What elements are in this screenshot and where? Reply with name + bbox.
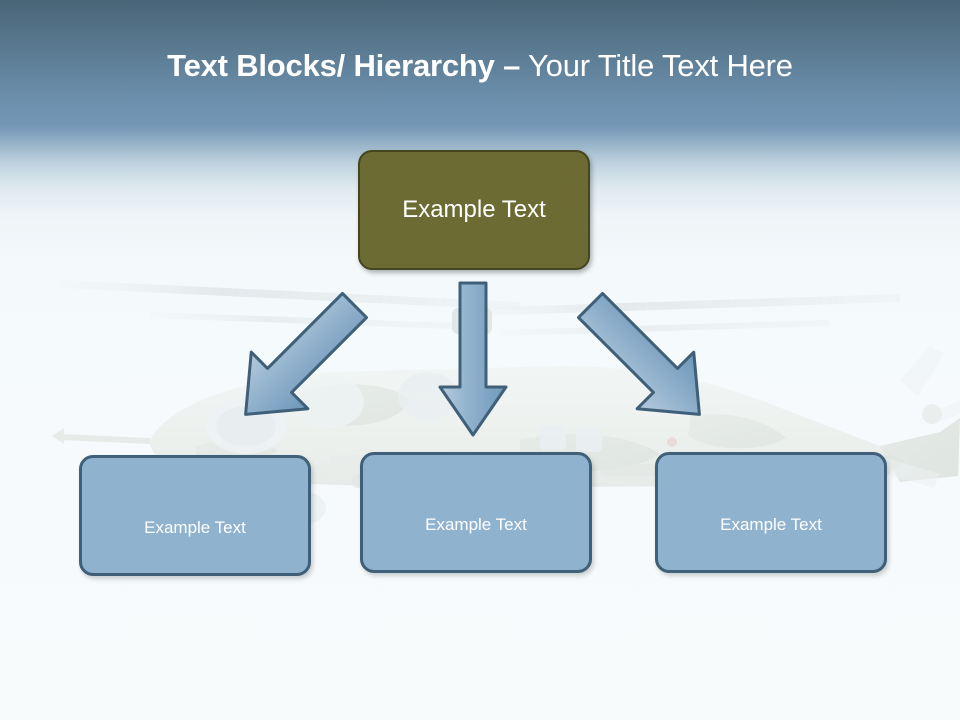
slide-title-regular: Your Title Text Here xyxy=(520,48,793,83)
hierarchy-child-label-2: Example Text xyxy=(425,515,527,534)
arrow-down-right xyxy=(576,291,701,416)
arrow-down xyxy=(438,281,508,437)
hierarchy-child-label-3: Example Text xyxy=(720,515,822,534)
hierarchy-child-box-3[interactable]: Example Text xyxy=(655,452,887,573)
slide-title: Text Blocks/ Hierarchy – Your Title Text… xyxy=(0,46,960,86)
hierarchy-root-label: Example Text xyxy=(402,196,546,223)
hierarchy-child-box-1[interactable]: Example Text xyxy=(79,455,311,576)
hierarchy-child-box-2[interactable]: Example Text xyxy=(360,452,592,573)
hierarchy-child-label-1: Example Text xyxy=(144,518,246,537)
arrow-down-left xyxy=(244,291,369,416)
hierarchy-root-box[interactable]: Example Text xyxy=(358,150,590,270)
slide-title-bold: Text Blocks/ Hierarchy – xyxy=(167,48,521,83)
